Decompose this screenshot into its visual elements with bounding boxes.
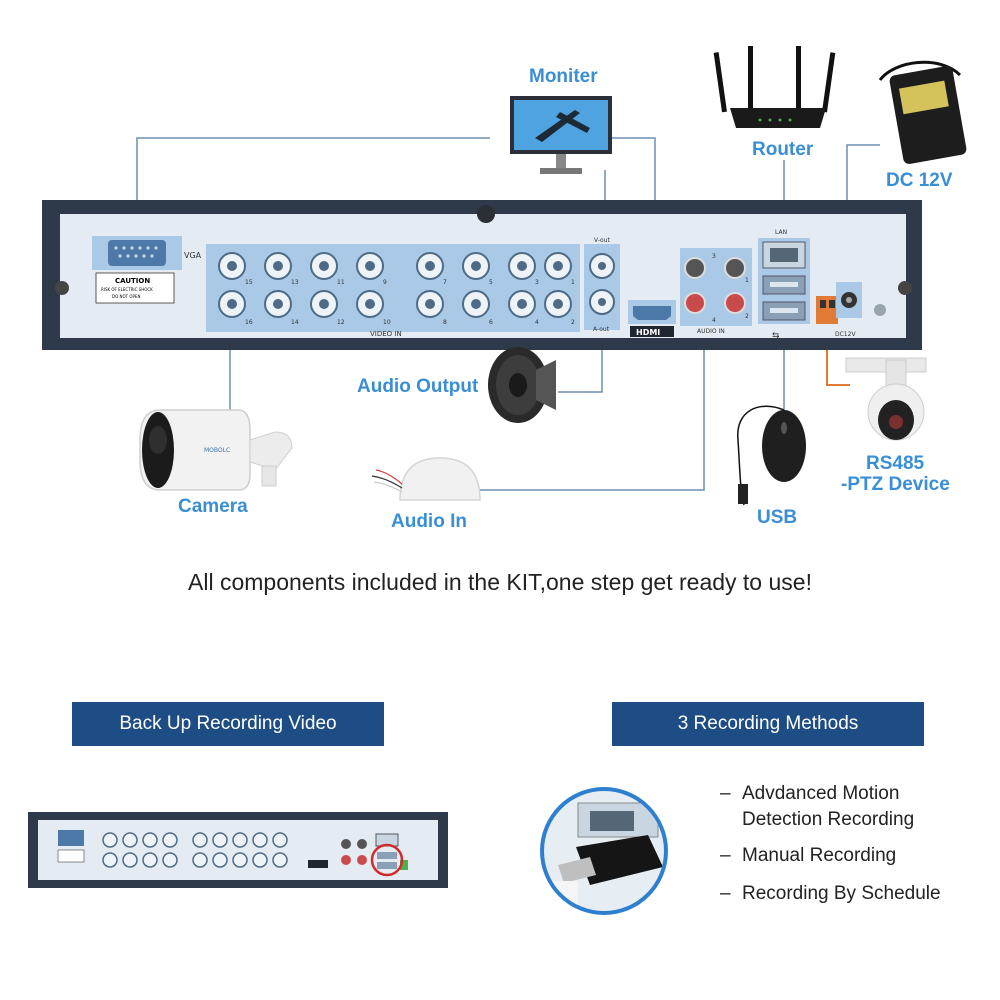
recording-methods-list: –Advdanced Motion Detection Recording –M… (720, 781, 990, 907)
rs485-label: RS485 (866, 453, 925, 474)
bnc-inputs: 15 13 11 9 7 5 3 1 16 14 12 10 8 6 4 2 (218, 252, 575, 326)
monitor-icon (510, 96, 612, 174)
dvr-usb-backup-illustration (28, 812, 448, 888)
audio-output-label: Audio Output (357, 376, 479, 397)
dvr-back-panel: VGA CAUTION RISK OF ELECTRIC SHOCK DO NO… (42, 200, 922, 350)
bnc-port-number: 10 (383, 319, 391, 326)
method-item: –Advdanced Motion Detection Recording (720, 783, 915, 830)
dc12v-label: DC 12V (886, 170, 953, 191)
camera-icon: MOBOLC (139, 409, 293, 491)
dc12v-panel-label: DC12V (835, 331, 856, 338)
mini-bnc-port (162, 852, 178, 868)
camera-brand-logo: MOBOLC (204, 447, 230, 454)
mini-caution-sticker (57, 849, 85, 863)
audio-in-microphone-icon (371, 457, 481, 501)
bnc-port-number: 4 (535, 319, 539, 326)
mini-bnc-port (102, 852, 118, 868)
usb-mouse-icon (737, 405, 806, 506)
panel-screw (477, 205, 495, 223)
methods-banner-text: 3 Recording Methods (677, 713, 859, 734)
hdmi-label: HDMI (636, 328, 660, 337)
audio-in-panel-label: AUDIO IN (697, 328, 725, 335)
ground-screw (874, 304, 886, 316)
mini-bnc-port (162, 832, 178, 848)
svg-text:3: 3 (712, 253, 716, 260)
speaker-icon (488, 347, 556, 423)
mini-usb-port-1 (377, 852, 397, 859)
kit-tagline: All components included in the KIT,one s… (188, 569, 812, 595)
vga-port (108, 240, 166, 266)
video-in-label: VIDEO IN (370, 330, 402, 338)
caution-text-2: DO NOT OPEN (112, 294, 140, 299)
audio-in-to-mic-line (480, 330, 705, 491)
mini-bnc-port (102, 832, 118, 848)
bnc-port-number: 8 (443, 319, 447, 326)
bnc-port-number: 5 (489, 279, 493, 286)
mini-hdmi-port (308, 860, 328, 868)
method-item: –Manual Recording (720, 845, 897, 866)
audio-in-label: Audio In (391, 511, 467, 532)
mini-usb-port-2 (377, 862, 397, 869)
bnc-port-number: 9 (383, 279, 387, 286)
mini-bnc-port (122, 852, 138, 868)
bnc-port-number: 1 (571, 279, 575, 286)
mini-bnc-port (192, 852, 208, 868)
bnc-port-number: 16 (245, 319, 253, 326)
svg-text:4: 4 (712, 317, 716, 324)
caution-title: CAUTION (115, 277, 150, 285)
mini-bnc-port (212, 832, 228, 848)
dvr-connection-diagram: VGA CAUTION RISK OF ELECTRIC SHOCK DO NO… (42, 46, 967, 506)
svg-text:1: 1 (745, 277, 749, 284)
mini-vga-port (58, 830, 84, 846)
bnc-port-number: 6 (489, 319, 493, 326)
usb-highlight-circle (370, 843, 404, 877)
mini-bnc-port (232, 832, 248, 848)
mini-bnc-port (232, 852, 248, 868)
usb-stick-zoom-icon (540, 787, 668, 915)
caution-text-1: RISK OF ELECTRIC SHOCK (101, 287, 153, 292)
ptz-camera-icon (845, 357, 927, 441)
backup-banner-text: Back Up Recording Video (119, 713, 337, 734)
v-out-label: V-out (594, 237, 611, 244)
recording-methods-banner: 3 Recording Methods (612, 702, 924, 746)
bnc-port-number: 13 (291, 279, 299, 286)
method-item: –Recording By Schedule (720, 883, 941, 904)
bnc-port-number: 15 (245, 279, 253, 286)
vga-label: VGA (184, 251, 202, 260)
mini-bnc-port (122, 832, 138, 848)
mini-bnc-port (142, 852, 158, 868)
bnc-port-number: 12 (337, 319, 345, 326)
router-icon (713, 46, 836, 128)
ptz-device-label: -PTZ Device (841, 474, 950, 495)
monitor-label: Moniter (529, 66, 598, 87)
mini-bnc-port (252, 852, 268, 868)
mini-bnc-port (252, 832, 268, 848)
bnc-port-number: 11 (337, 279, 345, 286)
backup-recording-banner: Back Up Recording Video (72, 702, 384, 746)
mini-bnc-port (272, 852, 288, 868)
bnc-port-number: 7 (443, 279, 447, 286)
usb-symbol-icon: ⇆ (772, 331, 780, 341)
power-adapter-icon (878, 60, 967, 164)
mini-bnc-port (142, 832, 158, 848)
mini-bnc-inputs (102, 832, 288, 868)
mini-bnc-port (272, 832, 288, 848)
bnc-port-number: 3 (535, 279, 539, 286)
hdmi-port (633, 306, 671, 320)
mini-bnc-port (212, 852, 228, 868)
usb-label: USB (757, 507, 798, 528)
caution-sticker (95, 272, 175, 304)
router-label: Router (752, 139, 814, 160)
bnc-port-number: 14 (291, 319, 299, 326)
lan-label: LAN (775, 229, 787, 236)
a-out-label: A-out (593, 326, 610, 333)
camera-label: Camera (178, 496, 248, 517)
svg-text:2: 2 (745, 313, 749, 320)
bnc-port-number: 2 (571, 319, 575, 326)
mini-bnc-port (192, 832, 208, 848)
